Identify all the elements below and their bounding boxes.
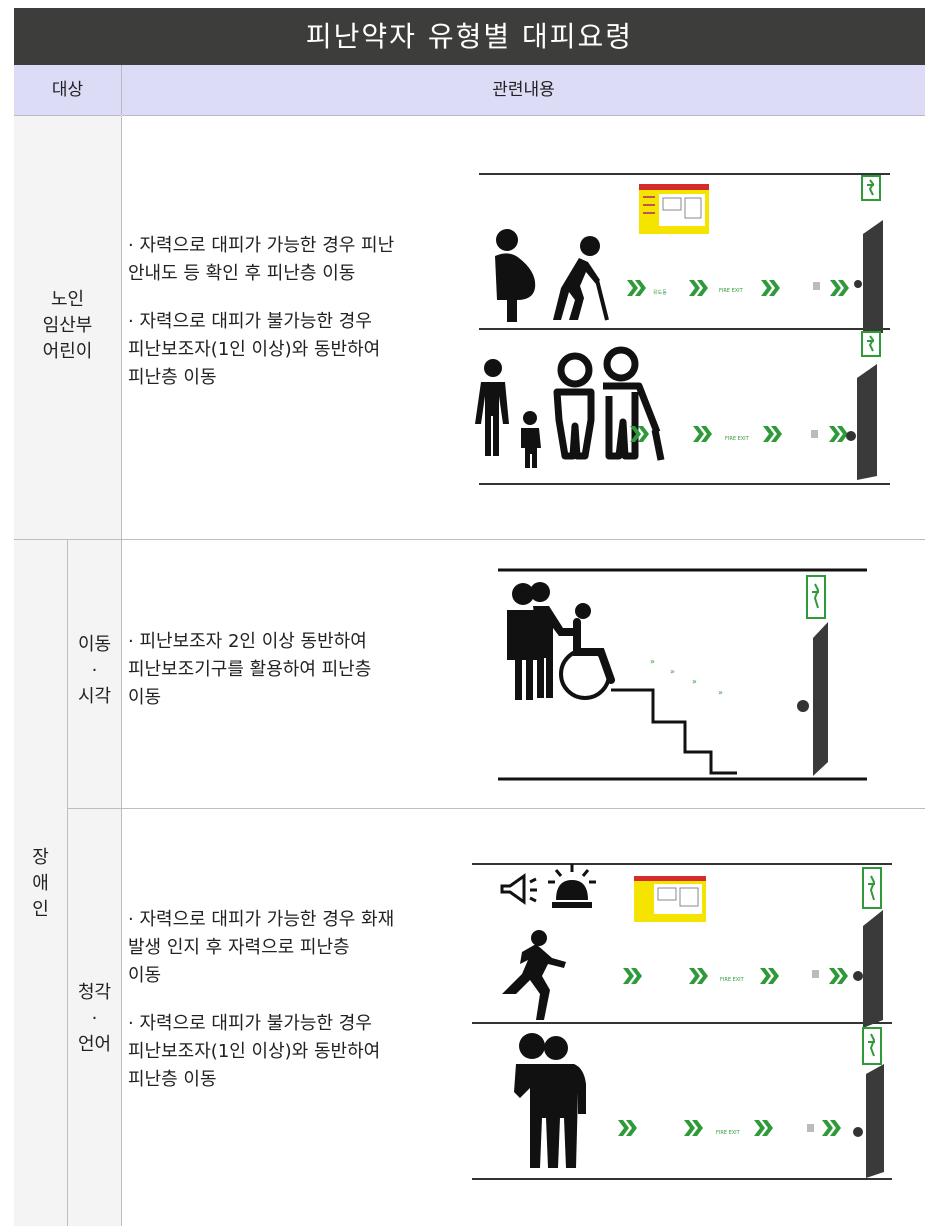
wheelchair-icon: [559, 603, 615, 700]
exit-arrows: [618, 1120, 841, 1136]
evacuation-map-icon: [639, 184, 709, 234]
exit-sign-icon: [862, 867, 882, 909]
exit-door: [857, 364, 877, 480]
illustration-elderly-pregnant: 유도등 FIRE EXIT: [479, 173, 890, 333]
header-target: 대상: [14, 65, 121, 116]
exit-arrows: [630, 426, 848, 442]
label-disabled: 장 애 인: [32, 847, 49, 920]
door-knob: [853, 1127, 863, 1137]
exit-sign-icon: [862, 1027, 882, 1065]
exit-arrows: [627, 280, 849, 296]
exit-door: [813, 622, 828, 776]
exit-door: [863, 220, 883, 333]
grid-hline-2: [67, 808, 925, 809]
svg-text:»: »: [718, 688, 723, 697]
illustration-wheelchair-stairs: » » » »: [498, 568, 867, 781]
illustration-hearing-self: FIRE EXIT: [472, 863, 892, 1028]
exit-arrows: [623, 968, 848, 984]
exit-sign-icon: [806, 575, 826, 619]
label-bg-disabled: [14, 540, 67, 1226]
megaphone-icon: [500, 873, 537, 905]
stairs: [611, 688, 737, 775]
label-hearing-speech: 청각 · 언어: [77, 982, 112, 1055]
label-bg-subtype: [68, 540, 121, 1226]
grid-vline-main: [121, 116, 122, 1226]
exit-door: [863, 910, 883, 1028]
exit-sign-icon: [861, 175, 881, 201]
svg-text:»: »: [692, 677, 697, 686]
pregnant-woman-icon: [495, 229, 536, 322]
header-divider: [121, 65, 122, 115]
assistants-elderly-icon: [553, 346, 665, 461]
exit-arrows: » » » »: [650, 657, 723, 697]
grid-hline-1: [14, 539, 925, 540]
svg-text:FIRE EXIT: FIRE EXIT: [716, 1130, 741, 1136]
svg-text:FIRE EXIT: FIRE EXIT: [719, 288, 744, 294]
header-content: 관련내용: [122, 65, 925, 116]
running-person-icon: [502, 930, 566, 1020]
elderly-cane-icon: [553, 236, 609, 321]
svg-text:»: »: [670, 667, 675, 676]
label-mobility-visual: 이동 · 시각: [77, 634, 112, 707]
label-elderly: 노인 임산부 어린이: [42, 289, 93, 362]
svg-text:FIRE EXIT: FIRE EXIT: [725, 436, 750, 442]
door-knob: [854, 280, 862, 288]
illustration-hearing-assisted: FIRE EXIT: [472, 1027, 892, 1180]
svg-text:»: »: [650, 657, 655, 666]
adult-child-icon: [475, 359, 541, 468]
grid-vline-sub: [67, 540, 68, 1226]
illustration-helper-accompany: FIRE EXIT: [475, 331, 890, 485]
door-knob: [797, 700, 809, 712]
exit-door: [866, 1064, 884, 1178]
evacuation-map-icon: [634, 876, 706, 922]
exit-sign-icon: [861, 331, 881, 357]
page-title: 피난약자 유형별 대피요령: [14, 8, 925, 65]
door-knob: [846, 431, 856, 441]
label-bg-elderly: [14, 116, 121, 539]
svg-text:유도등: 유도등: [653, 290, 667, 296]
door-knob: [853, 971, 863, 981]
alarm-siren-icon: [548, 864, 596, 908]
assistant-pair-icon: [514, 1033, 586, 1168]
svg-text:FIRE EXIT: FIRE EXIT: [720, 977, 745, 983]
assistants-icon: [507, 582, 573, 700]
